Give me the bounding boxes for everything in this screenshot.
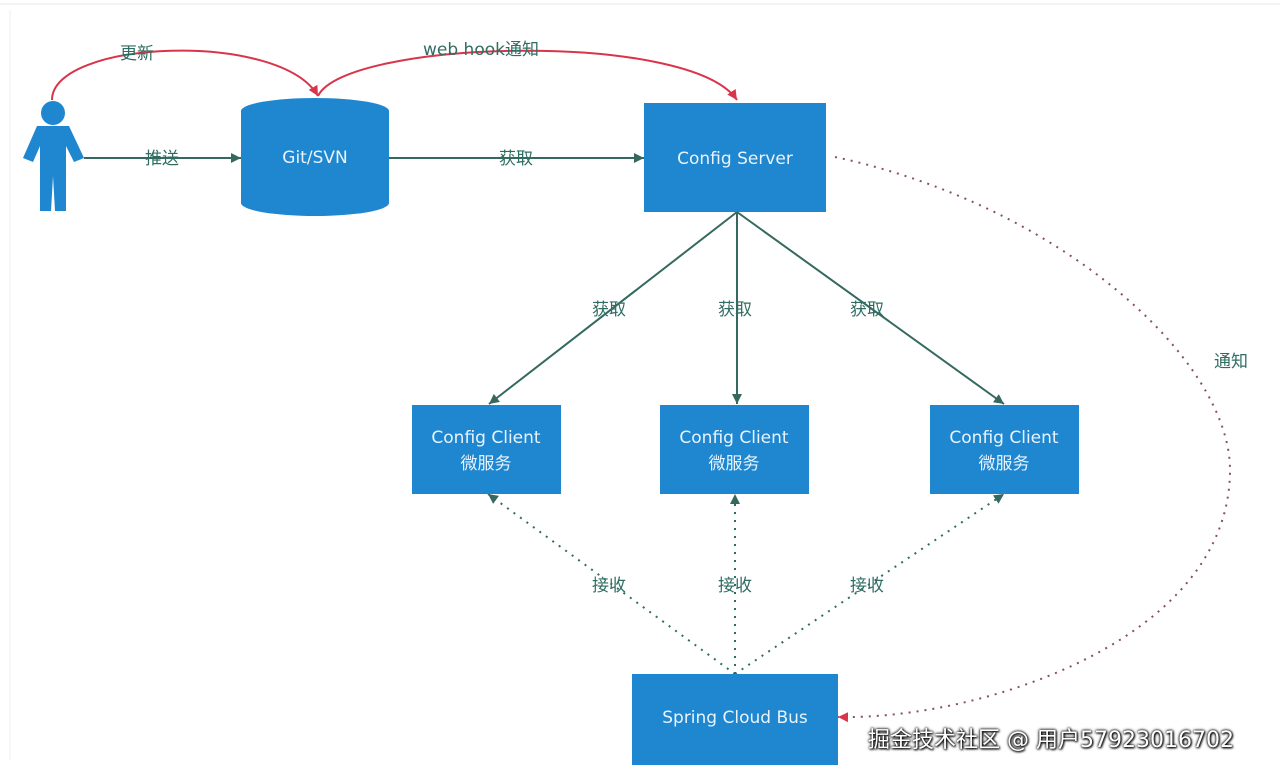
config-client-left-subtitle: 微服务 xyxy=(461,454,512,474)
config-client-node-right: Config Client 微服务 xyxy=(930,405,1079,494)
notify-label: 通知 xyxy=(1214,352,1248,372)
fetch-client-left-label: 获取 xyxy=(592,300,626,320)
person-icon xyxy=(23,101,84,211)
watermark: 掘金技术社区 @ 用户57923016702 xyxy=(868,728,1234,753)
fetch-client-left-edge xyxy=(488,211,738,405)
config-client-center-subtitle: 微服务 xyxy=(709,454,760,474)
git-svn-node: Git/SVN xyxy=(241,98,389,216)
receive-center-label: 接收 xyxy=(718,576,752,596)
spring-cloud-bus-node: Spring Cloud Bus xyxy=(632,674,838,765)
fetch-client-center-label: 获取 xyxy=(718,300,752,320)
config-client-left-title: Config Client xyxy=(431,428,540,448)
git-svn-label: Git/SVN xyxy=(282,148,347,168)
config-client-node-left: Config Client 微服务 xyxy=(412,405,561,494)
push-label: 推送 xyxy=(145,149,179,169)
update-label: 更新 xyxy=(120,44,154,64)
receive-right-edge xyxy=(734,493,1005,675)
fetch-client-right-edge xyxy=(736,211,1005,405)
spring-cloud-bus-label: Spring Cloud Bus xyxy=(662,708,808,728)
webhook-edge xyxy=(317,49,738,101)
config-client-right-subtitle: 微服务 xyxy=(979,454,1030,474)
config-client-center-title: Config Client xyxy=(679,428,788,448)
receive-left-edge xyxy=(487,493,736,675)
receive-right-label: 接收 xyxy=(850,576,884,596)
fetch-client-right-label: 获取 xyxy=(850,300,884,320)
notify-edge xyxy=(834,156,1232,723)
fetch-server-label: 获取 xyxy=(499,149,533,169)
config-client-right-title: Config Client xyxy=(949,428,1058,448)
config-client-node-center: Config Client 微服务 xyxy=(660,405,809,494)
receive-left-label: 接收 xyxy=(592,576,626,596)
webhook-label: web hook通知 xyxy=(423,40,539,60)
config-server-label: Config Server xyxy=(677,149,793,169)
config-server-node: Config Server xyxy=(644,103,826,212)
update-edge xyxy=(51,49,319,101)
